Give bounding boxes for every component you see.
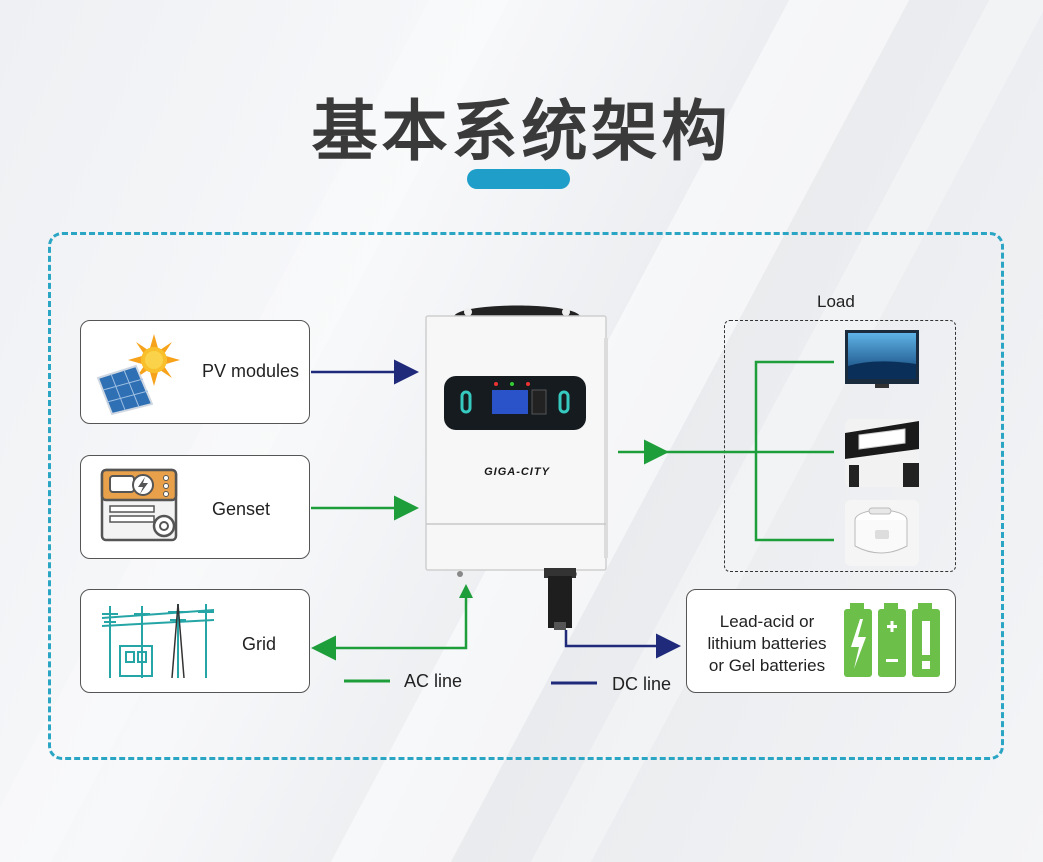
- grid-inverter-ac-arrowhead-up: [459, 584, 473, 598]
- ceiling-lamp-icon: [845, 419, 919, 487]
- pv-modules-label: PV modules: [202, 361, 300, 381]
- battery-line: or Gel batteries: [708, 656, 826, 675]
- load-box: [724, 320, 956, 572]
- rice-cooker-icon: [845, 500, 919, 566]
- dc-line-legend-label: DC line: [612, 674, 672, 694]
- television-icon: [845, 330, 919, 388]
- generator-icon: [100, 468, 178, 542]
- inverter-unit: [425, 305, 608, 577]
- page-title: 基本系统架构: [311, 93, 732, 170]
- solar-panel-sun-icon: [96, 334, 180, 416]
- title-accent-bar: [467, 169, 570, 189]
- ac-line-legend-label: AC line: [404, 671, 463, 691]
- genset-box: [80, 455, 310, 559]
- genset-label: Genset: [212, 499, 271, 519]
- battery-box: [686, 589, 956, 693]
- load-branch-line: [754, 360, 834, 542]
- battery-description: Lead-acid or lithium batteries or Gel ba…: [696, 611, 838, 677]
- diagram-frame: [48, 232, 1004, 760]
- battery-line: lithium batteries: [707, 634, 827, 653]
- load-title: Load: [817, 292, 855, 311]
- battery-icon: [844, 603, 940, 677]
- dc-cable: [544, 568, 576, 630]
- grid-inverter-ac-arrow: [311, 598, 468, 661]
- inverter-brand-label: GIGA-CITY: [484, 466, 550, 478]
- grid-label: Grid: [242, 634, 277, 654]
- battery-line: Lead-acid or: [719, 612, 815, 631]
- power-pylon-icon: [96, 598, 220, 684]
- inverter-to-battery-dc-arrow: [564, 630, 681, 659]
